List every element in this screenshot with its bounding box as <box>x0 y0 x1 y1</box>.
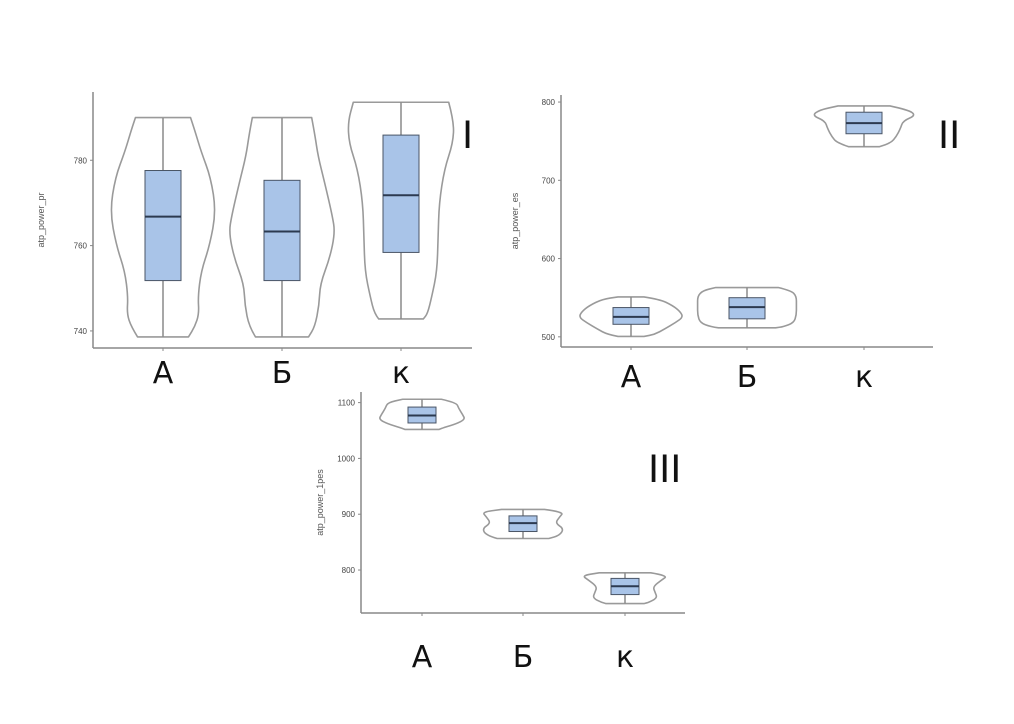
x-tick-label: А <box>153 356 174 391</box>
y-tick-label: 700 <box>542 176 556 185</box>
x-tick-label: Б <box>737 360 758 395</box>
panel-label: I <box>462 113 473 157</box>
y-tick-label: 1100 <box>338 399 356 408</box>
box-1 <box>144 170 182 282</box>
x-tick-label: А <box>621 360 642 395</box>
y-tick-label: 900 <box>342 510 356 519</box>
y-axis-label: atp_power_pr <box>36 192 46 247</box>
y-tick-label: 760 <box>74 242 88 251</box>
y-tick-label: 800 <box>542 98 556 107</box>
x-tick-label: к <box>392 356 410 391</box>
x-tick-label: к <box>855 360 873 395</box>
x-tick-label: к <box>616 640 634 675</box>
box-2 <box>728 297 766 320</box>
y-tick-label: 780 <box>74 156 88 165</box>
x-tick-label: Б <box>272 356 293 391</box>
panel-label: II <box>938 113 960 157</box>
y-tick-label: 1000 <box>337 454 355 463</box>
box-2 <box>263 179 301 282</box>
x-tick-label: А <box>412 640 433 675</box>
y-tick-label: 800 <box>342 566 356 575</box>
y-tick-label: 600 <box>542 255 556 264</box>
box-3 <box>382 134 420 253</box>
y-axis-label: atp_power_1pes <box>315 469 325 536</box>
x-tick-label: Б <box>513 640 534 675</box>
y-tick-label: 500 <box>542 333 556 342</box>
y-tick-label: 740 <box>74 327 88 336</box>
y-axis-label: atp_power_es <box>510 192 520 249</box>
panel-label: III <box>648 447 681 491</box>
